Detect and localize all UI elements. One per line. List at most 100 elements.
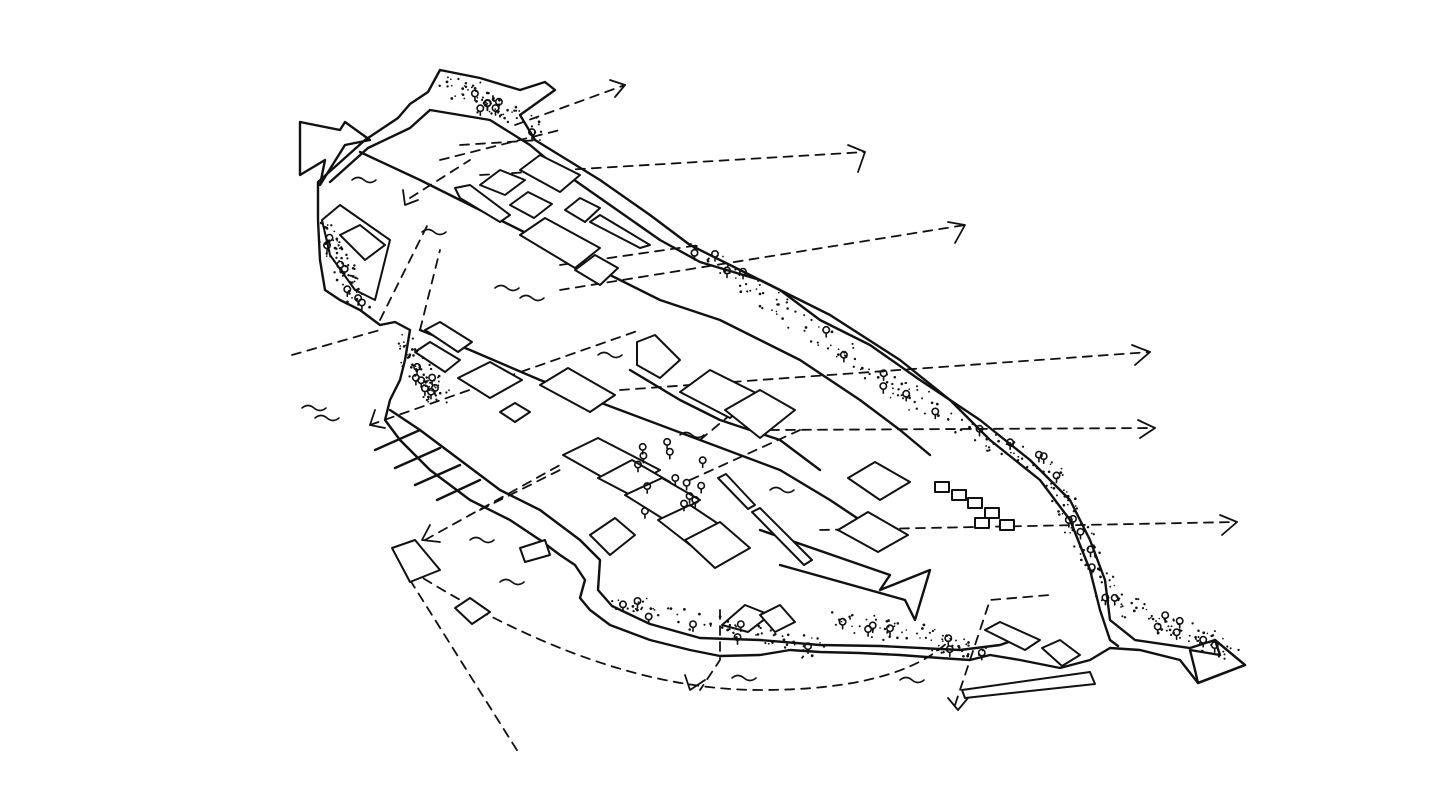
tree-icon [340,264,349,277]
stipple-dot [425,380,428,383]
stipple-dot [1118,597,1121,600]
stipple-dot [1064,531,1066,534]
stipple-dot [1208,641,1211,644]
stipple-dot [863,377,867,380]
stipple-dot [336,239,339,242]
stipple-dot [1098,551,1101,555]
stipple-dot [942,640,944,642]
tree-icon [688,620,697,633]
stipple-dot [775,298,778,301]
stipple-dot [1047,470,1051,474]
tree-icon [1161,611,1170,624]
pier-strip [751,507,813,566]
stipple-dot [1135,597,1138,601]
stipple-dot [853,632,856,634]
stipple-dot [410,348,414,351]
stipple-dot [337,244,340,247]
stipple-dot [785,301,788,304]
stipple-dot [1109,585,1112,588]
central-axis-line-2 [418,328,862,522]
stipple-dot [429,381,432,384]
stipple-dot [445,391,448,394]
stipple-dot [870,636,873,639]
stipple-dot [401,333,404,336]
stipple-dot [1080,558,1083,562]
tree-icon [1034,450,1043,463]
stipple-dot [865,618,868,621]
northwest-big-arrow [298,120,372,187]
tree-icon [945,645,954,658]
stipple-dot [802,634,806,637]
tree-icon [803,642,812,655]
tree-icon [879,369,888,382]
wave-13 [899,676,925,684]
stipple-dot [1073,497,1077,501]
stipple-dot [1058,513,1061,516]
stipple-dot [792,640,795,644]
stipple-dot [413,348,417,351]
stipple-dot [422,396,425,399]
stipple-dot [968,426,971,429]
stipple-dot [346,257,349,260]
dashed-arrow-diag-1 [409,159,471,199]
stipple-dot [901,397,905,400]
stipple-dot [1042,470,1045,474]
stipple-dot [669,607,673,610]
vegetation-stipple [318,73,1240,660]
stipple-dot [905,629,908,631]
stipple-dot [400,361,403,364]
stipple-dot [1000,452,1003,456]
stipple-dot [405,348,408,350]
stipple-dot [461,93,463,95]
stipple-dot [1191,622,1194,625]
stipple-dot [960,418,964,422]
stipple-dot [338,241,341,244]
stipple-dot [739,290,743,294]
tree-icon [879,382,888,394]
stipple-dot [774,632,777,636]
tree-icon [491,104,500,116]
building [414,341,461,373]
stipple-dot [324,226,327,229]
stipple-dot [937,644,940,647]
stipple-dot [325,255,328,257]
stipple-dot [1130,601,1133,605]
stipple-dot [416,350,419,353]
stipple-dot [427,398,430,401]
tree-icon [643,482,652,494]
tree-icon [885,624,894,637]
stipple-dot [852,346,855,349]
stipple-dot [506,108,509,112]
stipple-dot [368,305,371,309]
wave-4 [519,294,545,302]
stipple-dot [649,607,653,610]
terraced-building [321,204,391,301]
wave-12 [731,674,757,682]
stipple-dot [342,283,344,286]
stipple-dot [1120,593,1123,596]
building-cluster-west-terrace [321,204,391,301]
stipple-dot [1108,579,1111,582]
dashed-arrow-1-head [609,79,626,98]
stipple-dot [757,624,761,628]
stipple-dot [401,365,404,368]
stipple-dot [1060,490,1062,493]
stipple-dot [1084,563,1087,567]
building-cluster-middle [414,321,796,439]
small-building [974,517,990,529]
stipple-dot [319,221,323,225]
stipple-dot [1197,629,1200,633]
stipple-dot [735,636,738,639]
jetty [435,478,482,502]
stipple-dot [1051,499,1054,503]
tree-icon [322,241,331,254]
stipple-dot [809,340,813,343]
stipple-dot [1062,503,1066,507]
stipple-dot [350,281,354,284]
stipple-dot [896,622,900,625]
stipple-dot [734,277,737,279]
tree-icon [1052,471,1061,484]
stipple-dot [1141,607,1145,610]
stipple-dot [459,73,462,76]
stipple-dot [412,354,415,357]
